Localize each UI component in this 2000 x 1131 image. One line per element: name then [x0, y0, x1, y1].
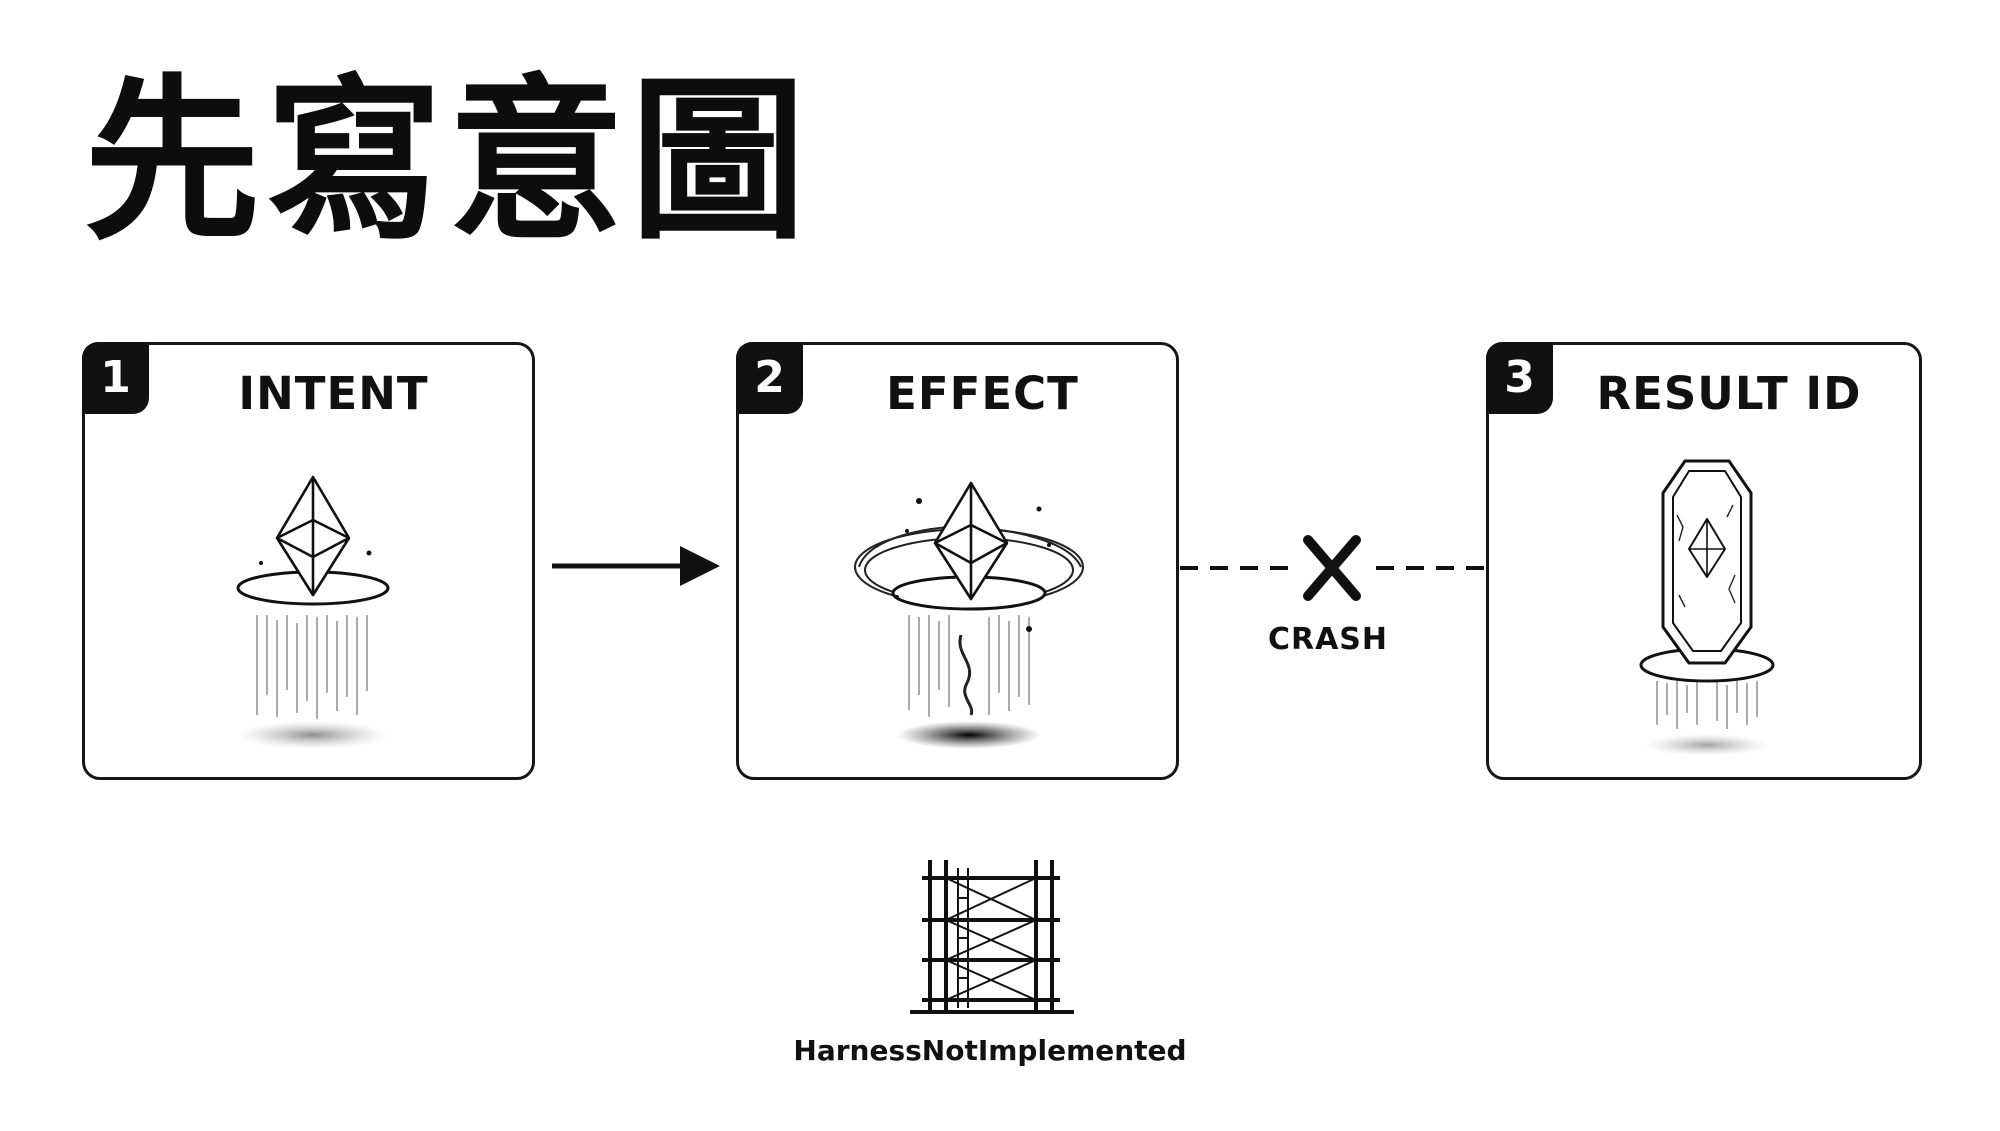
scaffold-icon — [910, 860, 1074, 1014]
crystal-token-icon — [1639, 459, 1775, 756]
x-icon — [1303, 535, 1361, 601]
step-label-result-id: RESULT ID — [1596, 367, 1862, 420]
step-card-effect: 2 EFFECT — [736, 342, 1179, 780]
diamond-vortex-icon — [854, 481, 1084, 749]
step-badge-1: 1 — [82, 342, 149, 414]
diamond-hovering-icon — [236, 475, 390, 749]
step-card-result-id: 3 RESULT ID — [1486, 342, 1922, 780]
harness-label: HarnessNotImplemented — [793, 1034, 1187, 1067]
step-label-intent: INTENT — [238, 367, 429, 420]
crash-label: CRASH — [1267, 622, 1389, 657]
step-badge-3: 3 — [1486, 342, 1553, 414]
page-title: 先寫意圖 — [84, 59, 813, 264]
step-badge-2: 2 — [736, 342, 803, 414]
crash-connector — [1180, 535, 1486, 601]
step-label-effect: EFFECT — [886, 367, 1079, 420]
arrow-right-icon — [552, 546, 720, 586]
step-card-intent: 1 INTENT — [82, 342, 535, 780]
